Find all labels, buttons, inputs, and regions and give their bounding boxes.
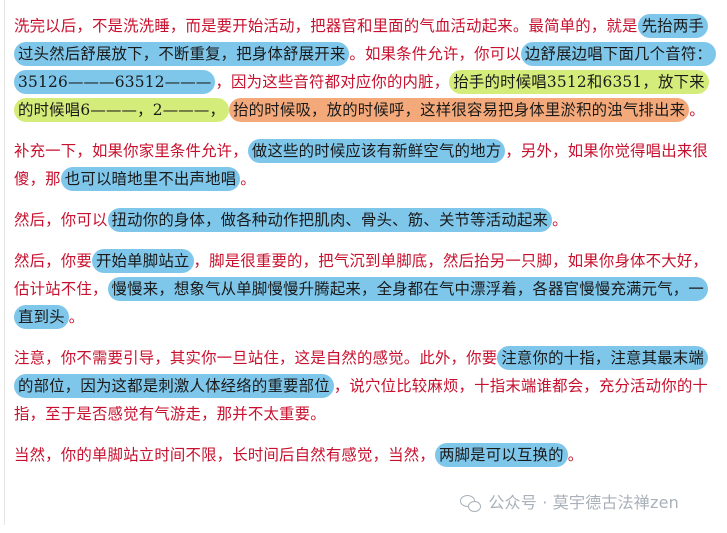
highlighted-text-blue: 扭动你的身体，做各种动作把肌肉、骨头、筋、关节等活动起来 xyxy=(107,208,553,232)
bottom-edge xyxy=(0,525,727,533)
wechat-icon xyxy=(460,494,482,512)
paragraph-1: 洗完以后，不是洗洗睡，而是要开始活动，把器官和里面的气血活动起来。最简单的，就是… xyxy=(14,12,716,124)
highlighted-text-blue: 两脚是可以互换的 xyxy=(434,443,568,467)
highlighted-text-blue: 慢慢来，想象气从单脚慢慢升腾起来，全身都在气中漂浮着，各器官慢慢充满元气，一直到… xyxy=(14,277,708,329)
body-text: ，脚是很重要的，把气沉到单脚底，然后抬另一只脚，如果你身体不大好，估计站不住， xyxy=(14,252,709,298)
watermark: 公众号 · 莫宇德古法禅zen xyxy=(460,493,679,513)
body-text: 。 xyxy=(240,170,256,188)
body-text: 。 xyxy=(689,101,705,119)
paragraph-4: 然后，你要开始单脚站立，脚是很重要的，把气沉到单脚底，然后抬另一只脚，如果你身体… xyxy=(14,247,715,331)
body-text: ，说穴位比较麻烦，十指末端谁都会，充分活动你的十指，至于是否感觉有气游走，那并不… xyxy=(14,377,709,423)
body-text: 。 xyxy=(68,308,85,326)
body-text: 然后，你可以 xyxy=(14,211,108,229)
paragraph-3: 然后，你可以扭动你的身体，做各种动作把肌肉、骨头、筋、关节等活动起来。 xyxy=(14,206,715,234)
body-text: 当然，你的单脚站立时间不限，长时间后自然有感觉 xyxy=(14,446,373,464)
body-text: 然后，你要 xyxy=(14,252,92,270)
paragraph-2: 补充一下，如果你家里条件允许，做这些的时候应该有新鲜空气的地方，另外，如果你觉得… xyxy=(14,137,715,193)
body-text: ，因为这些音符都对应你的内脏， xyxy=(215,73,450,91)
body-text: 。 xyxy=(567,446,584,464)
paragraph-5: 注意，你不需要引导，其实你一旦站住，这是自然的感觉。此外，你要注意你的十指，注意… xyxy=(14,344,715,428)
highlighted-text-blue: 做这些的时候应该有新鲜空气的地方 xyxy=(247,139,506,163)
paragraph-6: 当然，你的单脚站立时间不限，长时间后自然有感觉，当然，两脚是可以互换的。 xyxy=(14,441,715,469)
body-text: 洗完以后，不是洗洗睡，而是要开始活动，把器官和里面的气血活动起来。最简单的，就是 xyxy=(14,17,638,35)
body-text: 注意，你不需要引导，其实你一旦站住，这是自然的感觉。此外，你要 xyxy=(14,349,498,367)
body-text: 。如果条件允许，你可以 xyxy=(349,45,521,63)
paragraph-container: 洗完以后，不是洗洗睡，而是要开始活动，把器官和里面的气血活动起来。最简单的，就是… xyxy=(14,12,716,469)
highlighted-text-blue: 开始单脚站立 xyxy=(91,249,194,273)
body-text: 。 xyxy=(552,211,568,229)
highlighted-text-orange: 抬的时候吸，放的时候呼，这样很容易把身体里淤积的浊气排出来 xyxy=(229,98,690,122)
body-text: ，另外，如果你觉得唱出来很傻，那 xyxy=(14,142,709,188)
highlighted-text-blue: 也可以暗地里不出声地唱 xyxy=(60,167,241,191)
watermark-text: 公众号 · 莫宇德古法禅zen xyxy=(488,493,679,512)
body-text: 补充一下，如果你家里条件允许， xyxy=(14,142,248,160)
body-text: ，当然， xyxy=(372,446,435,464)
